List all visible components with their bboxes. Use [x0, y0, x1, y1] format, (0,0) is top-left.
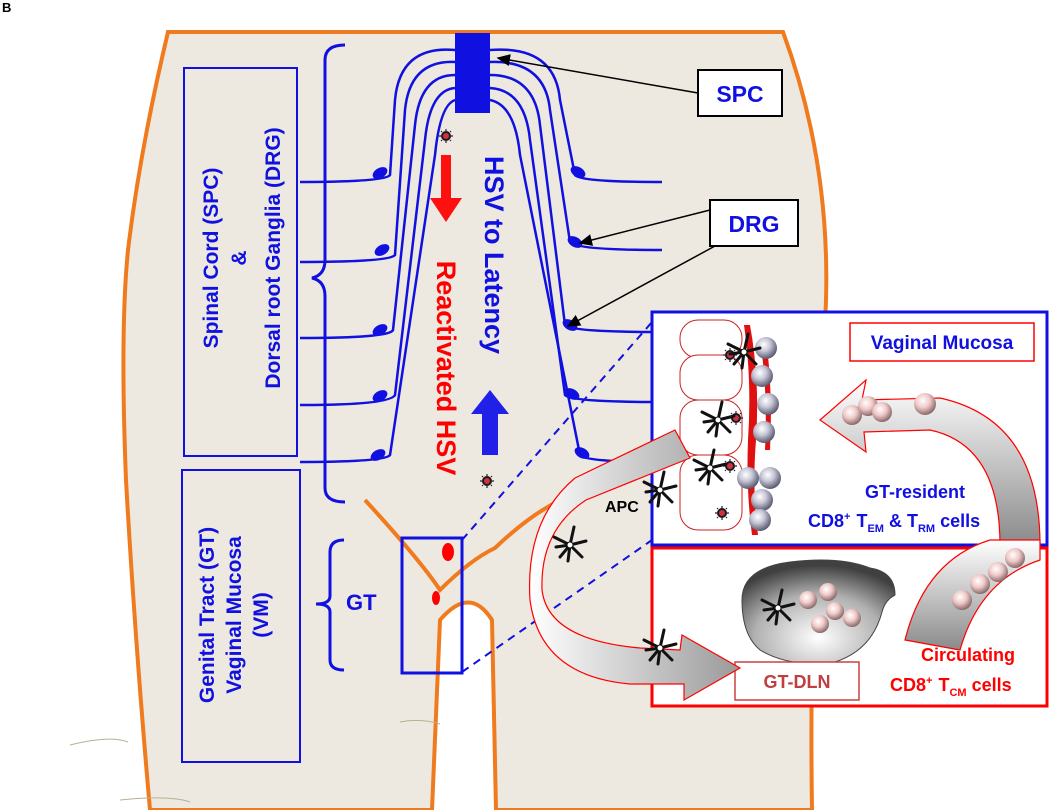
latency-arrow [471, 390, 509, 455]
gt-label-box [181, 469, 301, 763]
mucosa-t-cells [737, 337, 781, 531]
spc-bracket [311, 43, 346, 504]
callout-arrows [496, 54, 716, 327]
crotch-curve [363, 490, 581, 594]
virus-icon [722, 458, 738, 474]
spinal-cord [455, 33, 490, 113]
dln-label-box [734, 661, 860, 701]
virus-icon [438, 128, 454, 144]
zoom-lines [461, 321, 653, 673]
mucosa-title-box [849, 322, 1035, 362]
lymph-node [741, 559, 896, 664]
hair-line [399, 719, 441, 725]
lesion [432, 591, 440, 605]
gt-label: GT [346, 590, 377, 615]
gt-lesion-box [400, 536, 464, 675]
panel-letter: B [2, 0, 11, 15]
dln-label: GT-DLN [764, 672, 831, 692]
reactivated-hsv-label: Reactivated HSV [431, 261, 461, 476]
hsv-latency-label: HSV to Latency [479, 156, 509, 354]
recirculation-arrow [819, 378, 1041, 546]
spc-label: Spinal Cord (SPC) [200, 168, 223, 349]
drg-callout-label: DRG [728, 211, 779, 237]
circulating-cells-top [842, 393, 936, 425]
drg-callout-box [709, 199, 799, 247]
drg-label: Dorsal root Ganglia (DRG) [262, 127, 285, 388]
gt-bracket [315, 538, 345, 672]
lesion [442, 543, 454, 561]
gt-title-line2: Vaginal Mucosa [223, 536, 246, 694]
hair-line [69, 738, 129, 746]
virus-icon [714, 505, 730, 521]
circulating-cells-bottom [952, 548, 1025, 610]
reactivation-arrow [430, 155, 462, 222]
gt-title-line1: Genital Tract (GT) [196, 527, 219, 703]
apc-migration-arrow [528, 429, 742, 702]
spc-callout-label: SPC [716, 81, 763, 107]
mucosa-title: Vaginal Mucosa [871, 333, 1014, 354]
apc-label: APC [605, 499, 639, 516]
spc-drg-label-box [183, 67, 298, 457]
circulating-line1: Circulating [921, 645, 1015, 665]
spc-callout-box [697, 69, 783, 117]
resident-line1: GT-resident [865, 482, 965, 502]
hair-line [119, 797, 191, 803]
lymph-node-cells [799, 583, 861, 633]
amp-label: & [228, 250, 251, 265]
virus-icon [479, 473, 495, 489]
gt-title-line3: (VM) [250, 592, 273, 638]
